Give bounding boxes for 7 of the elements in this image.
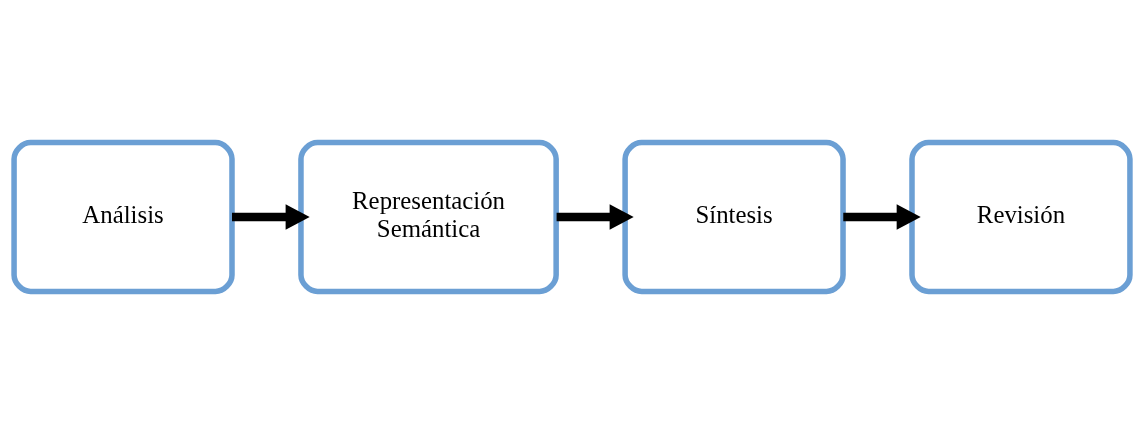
node-box: Síntesis <box>622 139 846 295</box>
arrow <box>843 204 921 230</box>
arrow <box>556 204 634 230</box>
node-box: Análisis <box>11 139 235 295</box>
arrow <box>232 204 310 230</box>
node-box: Revisión <box>909 139 1133 295</box>
node-box: Representación Semántica <box>298 139 559 295</box>
